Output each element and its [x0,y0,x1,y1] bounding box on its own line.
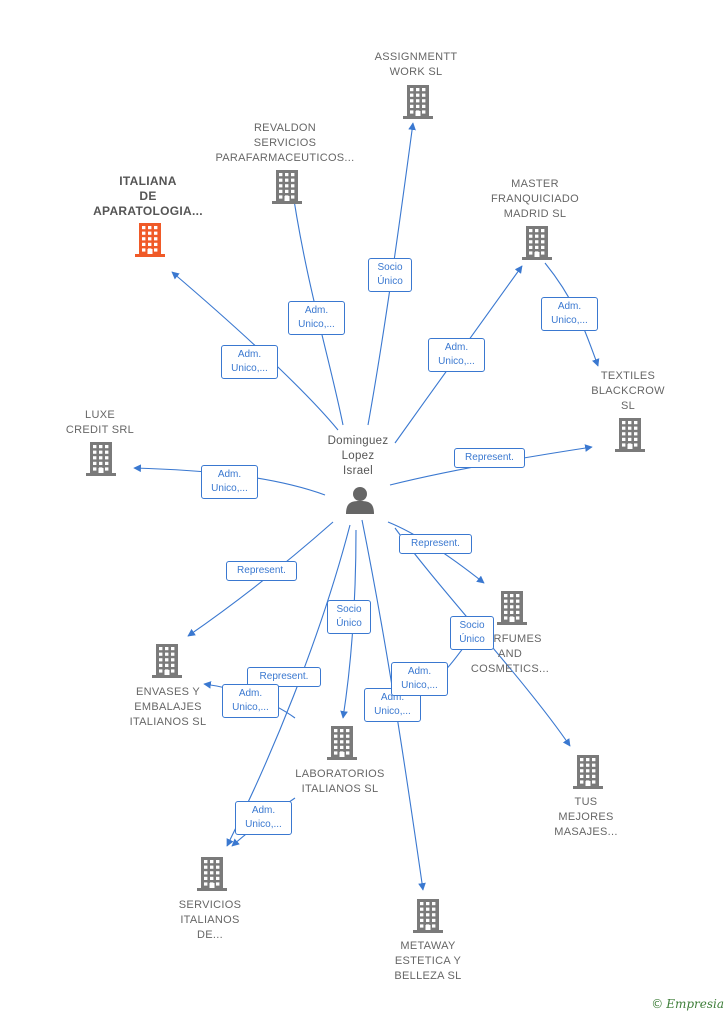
company-label-envases[interactable]: ENVASES Y EMBALAJES ITALIANOS SL [129,686,207,728]
brand-watermark: ©Empresia [651,997,724,1011]
company-label-assignmentt[interactable]: ASSIGNMENTT WORK SL [374,51,458,78]
edge-role-label[interactable]: Represent. [454,448,525,468]
edge-role-label[interactable]: Represent. [226,561,297,581]
copyright-icon: © [651,997,664,1011]
building-icon[interactable] [413,899,443,933]
edge-role-label[interactable]: Represent. [247,667,321,687]
company-label-revaldon[interactable]: REVALDON SERVICIOS PARAFARMACEUTICOS... [215,122,355,164]
building-icon[interactable] [327,726,357,760]
person-name[interactable]: Dominguez Lopez Israel [327,435,389,477]
edge-role-label[interactable]: Adm. Unico,... [221,345,278,379]
brand-name: Empresia [666,997,724,1011]
building-icon[interactable] [272,170,302,204]
edge-role-label[interactable]: Adm. Unico,... [541,297,598,331]
building-icon[interactable] [573,755,603,789]
company-label-luxe[interactable]: LUXE CREDIT SRL [65,409,135,436]
edge-role-label[interactable]: Adm. Unico,... [235,801,292,835]
company-label-master[interactable]: MASTER FRANQUICIADO MADRID SL [491,178,579,220]
company-label-servicios[interactable]: SERVICIOS ITALIANOS DE... [178,899,242,941]
company-label-tus[interactable]: TUS MEJORES MASAJES... [554,796,618,838]
person-icon[interactable] [346,487,374,514]
company-label-italiana[interactable]: ITALIANA DE APARATOLOGIA... [93,174,203,218]
edge-role-label[interactable]: Socio Único [450,616,494,650]
building-icon[interactable] [403,85,433,119]
building-icon[interactable] [615,418,645,452]
company-label-perfumes[interactable]: PERFUMES AND COSMETICS... [470,633,550,675]
building-icon[interactable] [86,442,116,476]
building-icon[interactable] [197,857,227,891]
building-icon[interactable] [522,226,552,260]
edge-role-label[interactable]: Adm. Unico,... [222,684,279,718]
icons-layer [86,85,645,933]
edge-role-label[interactable]: Adm. Unico,... [391,662,448,696]
edge-role-label[interactable]: Represent. [399,534,472,554]
edge-role-label[interactable]: Adm. Unico,... [201,465,258,499]
building-icon[interactable] [497,591,527,625]
edge-role-label[interactable]: Socio Único [327,600,371,634]
building-icon[interactable] [135,223,165,257]
edge-role-label[interactable]: Adm. Unico,... [288,301,345,335]
edge-line [361,519,426,891]
edge-role-label[interactable]: Socio Único [368,258,412,292]
edge-role-label[interactable]: Adm. Unico,... [428,338,485,372]
company-label-metaway[interactable]: METAWAY ESTETICA Y BELLEZA SL [394,940,462,982]
company-label-textiles[interactable]: TEXTILES BLACKCROW SL [591,370,665,412]
building-icon[interactable] [152,644,182,678]
company-label-laboratorios[interactable]: LABORATORIOS ITALIANOS SL [295,768,385,795]
